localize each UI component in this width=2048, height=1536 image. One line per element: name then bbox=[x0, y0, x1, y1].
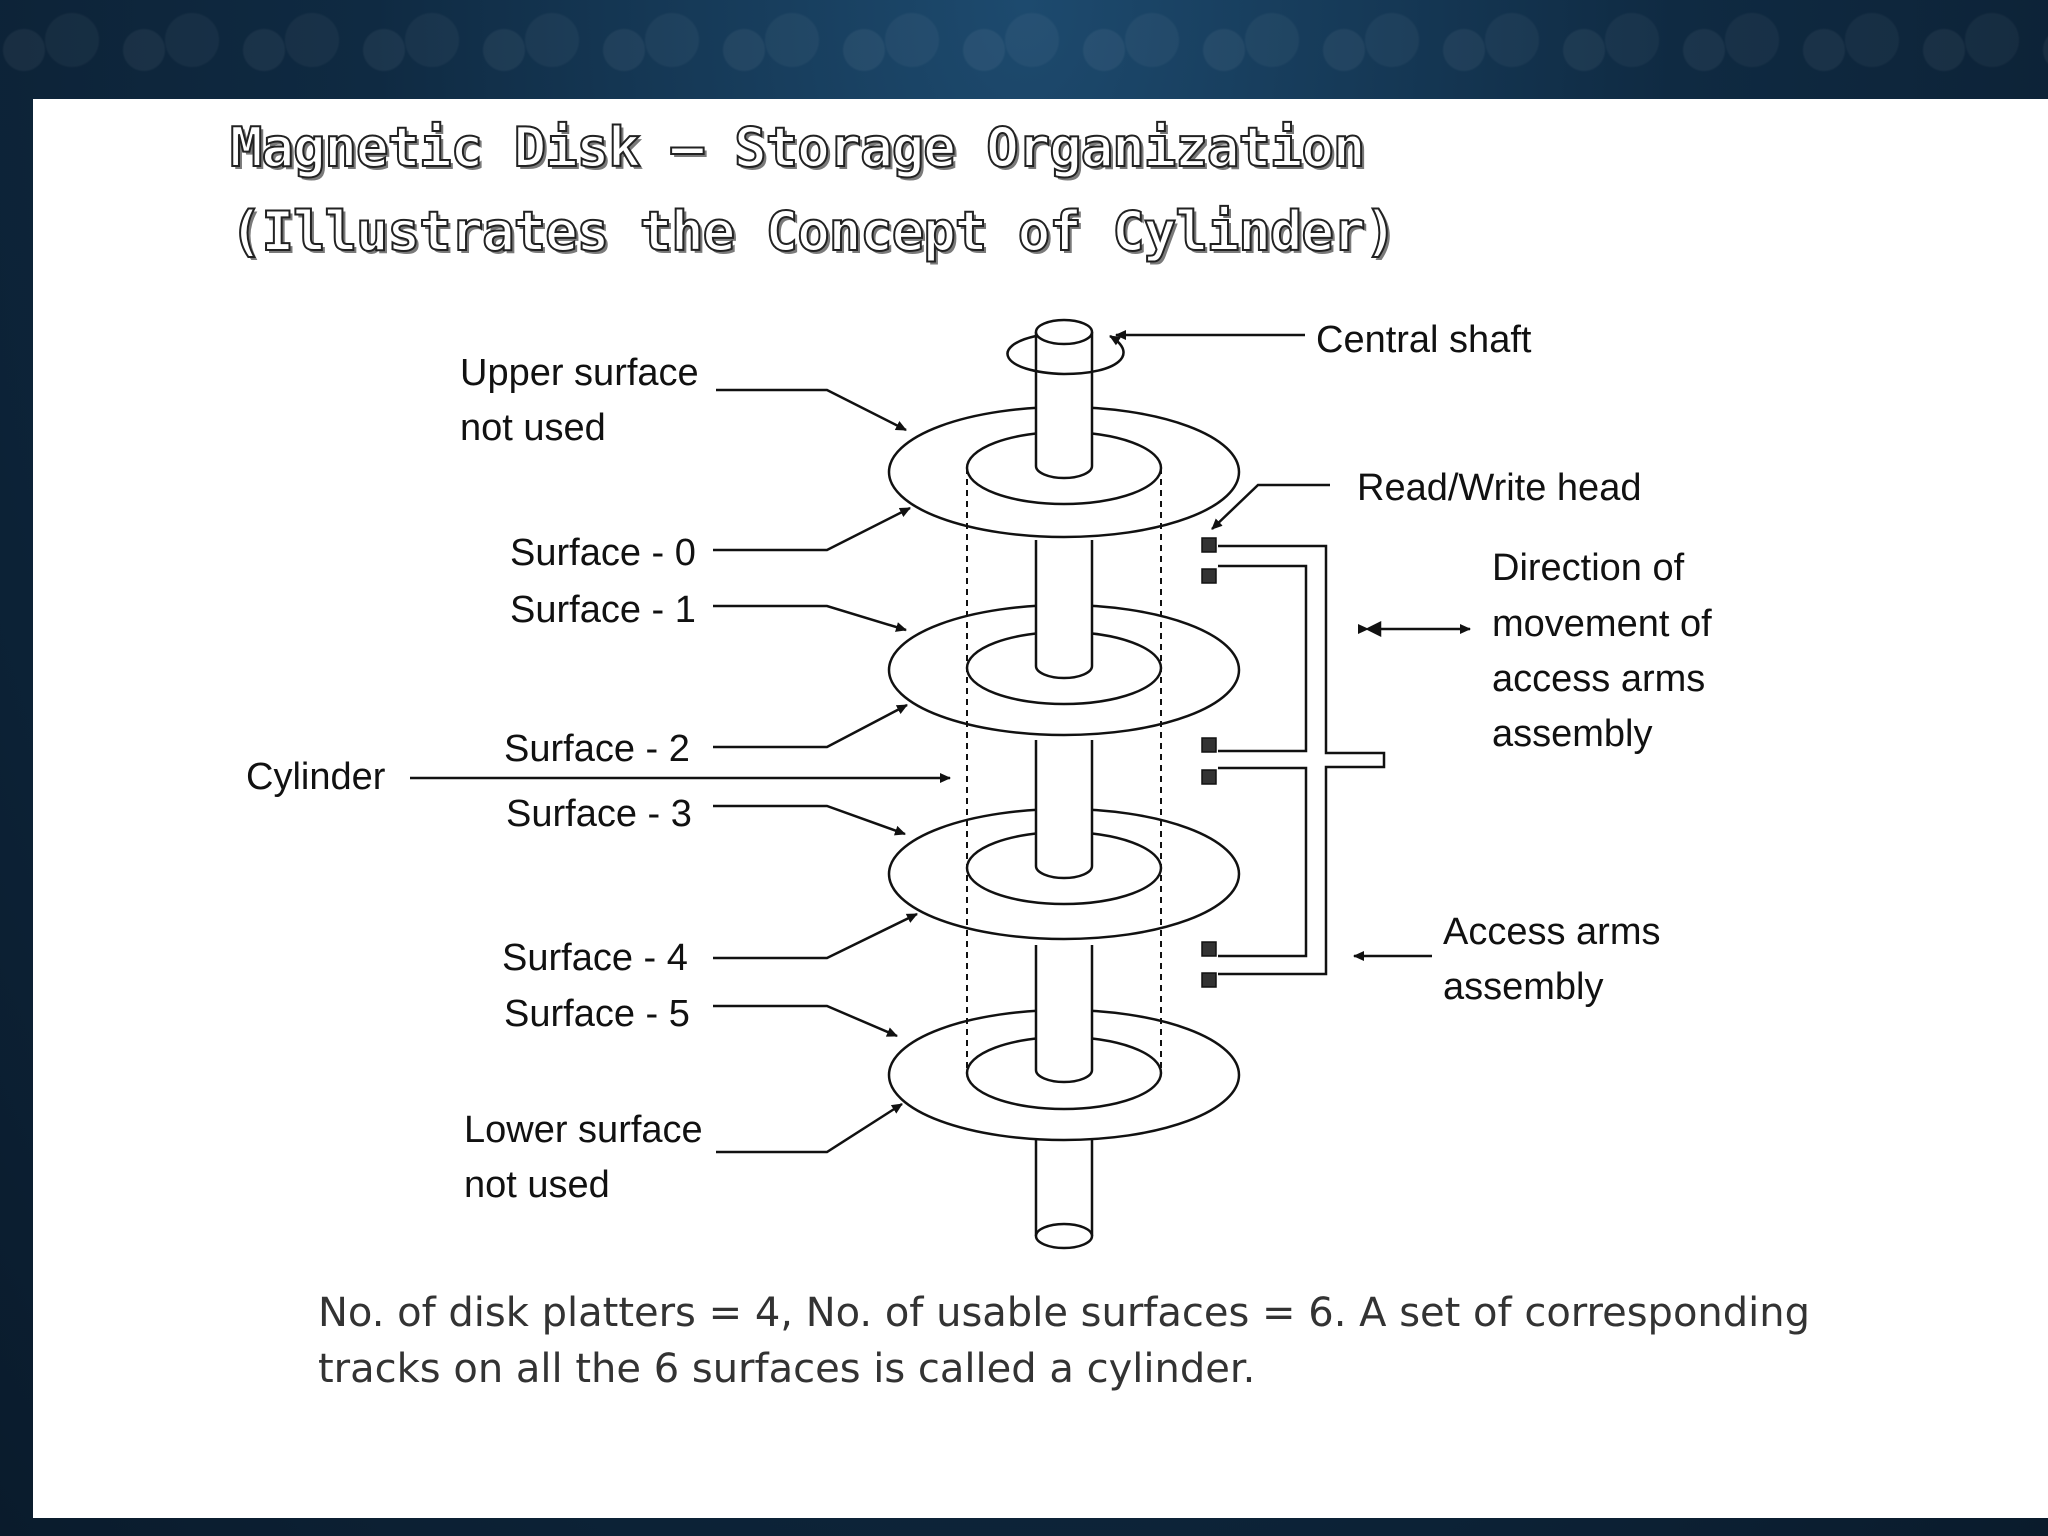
label-surface-2: Surface - 2 bbox=[504, 728, 690, 770]
label-direction-2: movement of bbox=[1492, 603, 1712, 645]
cylinder-dashed-outline bbox=[966, 468, 1162, 1073]
leader-surface-5 bbox=[713, 1004, 898, 1038]
label-rw-head: Read/Write head bbox=[1357, 467, 1641, 509]
read-write-heads bbox=[1201, 537, 1217, 988]
caption-line-2: tracks on all the 6 surfaces is called a… bbox=[318, 1346, 1256, 1392]
label-direction-3: access arms bbox=[1492, 658, 1705, 700]
slide-title-line-1: Magnetic Disk – Storage Organization bbox=[229, 115, 1366, 180]
label-direction-1: Direction of bbox=[1492, 547, 1685, 589]
label-surface-5: Surface - 5 bbox=[504, 993, 690, 1035]
leader-lower-surface bbox=[716, 1102, 903, 1154]
label-direction-4: assembly bbox=[1492, 713, 1653, 755]
caption-line-1: No. of disk platters = 4, No. of usable … bbox=[318, 1290, 1811, 1336]
label-upper-surface-2: not used bbox=[460, 407, 606, 449]
leader-surface-1 bbox=[713, 604, 907, 632]
shaft-segment-1 bbox=[1034, 540, 1094, 680]
label-surface-1: Surface - 1 bbox=[510, 589, 696, 631]
label-lower-surface-1: Lower surface bbox=[464, 1109, 703, 1151]
rotation-arrow bbox=[1006, 334, 1125, 376]
leader-upper-surface bbox=[716, 388, 907, 432]
leader-surface-3 bbox=[713, 804, 906, 836]
label-upper-surface-1: Upper surface bbox=[460, 352, 699, 394]
label-surface-3: Surface - 3 bbox=[506, 793, 692, 835]
leader-surface-4 bbox=[713, 912, 918, 960]
label-cylinder: Cylinder bbox=[246, 756, 386, 798]
shaft-bottom-segment bbox=[1034, 1140, 1094, 1250]
shaft-top-segment bbox=[1034, 318, 1094, 480]
double-arrow-icon bbox=[1358, 620, 1471, 638]
access-arms-assembly bbox=[1218, 544, 1386, 976]
label-lower-surface-2: not used bbox=[464, 1164, 610, 1206]
leader-surface-2 bbox=[713, 703, 908, 749]
label-surface-4: Surface - 4 bbox=[502, 937, 688, 979]
slide-caption: No. of disk platters = 4, No. of usable … bbox=[318, 1285, 1958, 1397]
background-pattern bbox=[0, 0, 2048, 100]
shaft-segment-3 bbox=[1034, 945, 1094, 1084]
label-access-arms-2: assembly bbox=[1443, 966, 1604, 1008]
leader-surface-0 bbox=[713, 506, 911, 552]
label-central-shaft: Central shaft bbox=[1316, 319, 1532, 361]
slide-title-line-2: (Illustrates the Concept of Cylinder) bbox=[229, 199, 1398, 264]
leader-rw-head bbox=[1211, 483, 1330, 530]
label-access-arms-1: Access arms bbox=[1443, 911, 1660, 953]
shaft-segment-2 bbox=[1034, 740, 1094, 880]
label-surface-0: Surface - 0 bbox=[510, 532, 696, 574]
